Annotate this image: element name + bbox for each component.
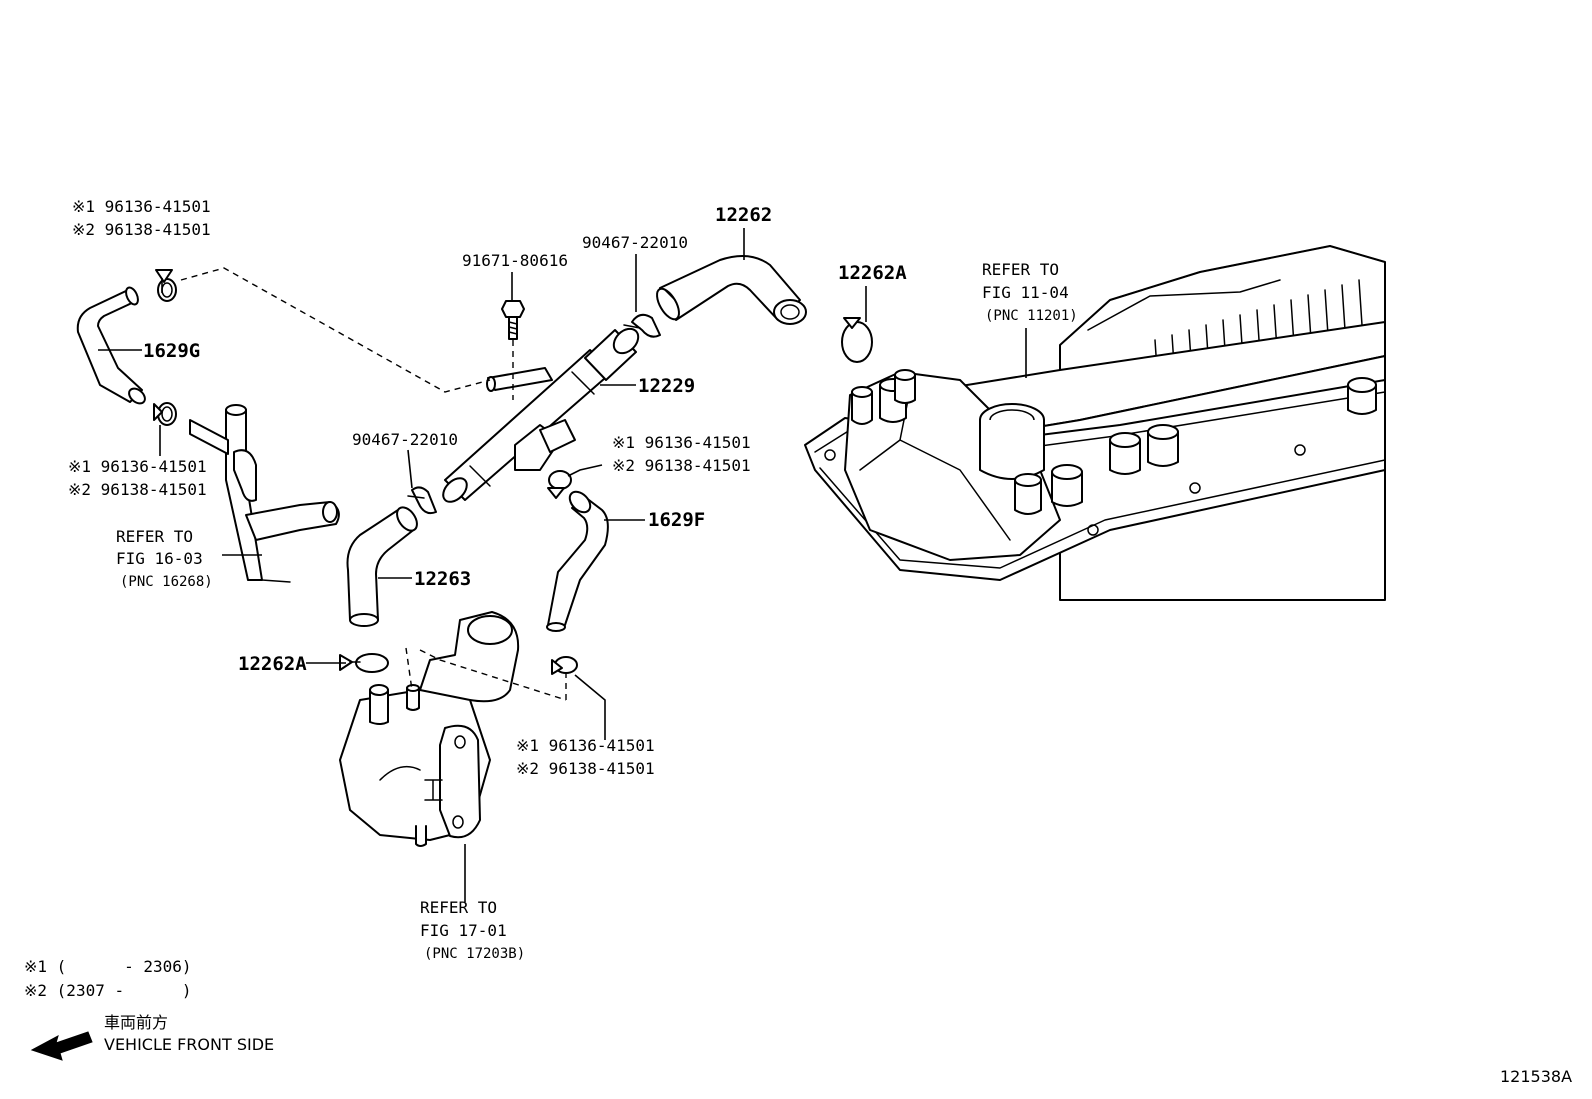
label-clamp-ml-2: ※2 96138-41501 [68, 480, 207, 499]
hose-12263 [346, 506, 418, 627]
label-clamp-ml-1: ※1 96136-41501 [68, 457, 207, 476]
label-clamp-bc-1: ※1 96136-41501 [516, 736, 655, 755]
hose-1629f [546, 490, 609, 632]
label-clamp-mr-1: ※1 96136-41501 [612, 433, 751, 452]
ref-fig16-line3: (PNC 16268) [120, 574, 213, 590]
ref-fig11-line2: FIG 11-04 [982, 283, 1069, 302]
arrow-left-icon [30, 1031, 93, 1061]
label-12229: 12229 [638, 375, 695, 397]
ref-fig17-line3: (PNC 17203B) [424, 946, 525, 962]
assembly-dashed-lines [180, 267, 567, 701]
ref-fig-17-01: REFER TO FIG 17-01 (PNC 17203B) [420, 898, 525, 962]
label-clamp-tl-2: ※2 96138-41501 [72, 220, 211, 239]
clamp-bottom-center [551, 656, 578, 675]
clip-middle [407, 486, 437, 515]
water-inlet-housing [339, 611, 520, 847]
clamp-12262a-top [841, 317, 873, 363]
clip-upper [623, 313, 661, 338]
front-japanese: 車両前方 [104, 1013, 168, 1032]
bolt-91671 [501, 300, 525, 340]
ref-fig-11-04: REFER TO FIG 11-04 (PNC 11201) [982, 260, 1078, 324]
front-english: VEHICLE FRONT SIDE [104, 1035, 274, 1054]
label-clip-top: 90467-22010 [582, 233, 688, 252]
clamp-mid-left [153, 402, 177, 426]
label-12262: 12262 [715, 204, 772, 226]
label-1629g: 1629G [143, 340, 200, 362]
label-12262a-top: 12262A [838, 262, 907, 284]
label-clamp-bc-2: ※2 96138-41501 [516, 759, 655, 778]
ref-fig-16-03: REFER TO FIG 16-03 (PNC 16268) [116, 527, 213, 590]
label-clip-mid: 90467-22010 [352, 430, 458, 449]
label-12262a-bottom: 12262A [238, 653, 307, 675]
hose-12262 [656, 255, 807, 325]
leader-lines [98, 228, 1027, 902]
clamp-12262a-bottom [339, 653, 389, 673]
ref-fig17-line1: REFER TO [420, 898, 497, 917]
water-pipe-bracket [189, 404, 340, 583]
diagram-id: 121538A [1500, 1067, 1572, 1086]
label-bolt-91671: 91671-80616 [462, 251, 568, 270]
hose-1629g [76, 286, 146, 405]
label-1629f: 1629F [648, 509, 705, 531]
label-clamp-mr-2: ※2 96138-41501 [612, 456, 751, 475]
pipe-12229 [442, 327, 640, 503]
clamp-mid-right [547, 470, 572, 499]
note-2: ※2 (2307 - ) [24, 981, 192, 1000]
ref-fig16-line2: FIG 16-03 [116, 549, 203, 568]
label-12263: 12263 [414, 568, 471, 590]
clamp-top-left [155, 269, 177, 302]
ref-fig17-line2: FIG 17-01 [420, 921, 507, 940]
note-1: ※1 ( - 2306) [24, 957, 192, 976]
label-clamp-tl-1: ※1 96136-41501 [72, 197, 211, 216]
ref-fig11-line1: REFER TO [982, 260, 1059, 279]
ref-fig16-line1: REFER TO [116, 527, 193, 546]
cylinder-head-cover [804, 245, 1386, 601]
ref-fig11-line3: (PNC 11201) [985, 308, 1078, 324]
housing-posts [851, 369, 1377, 515]
vehicle-front-indicator: 車両前方 VEHICLE FRONT SIDE [30, 1013, 274, 1061]
